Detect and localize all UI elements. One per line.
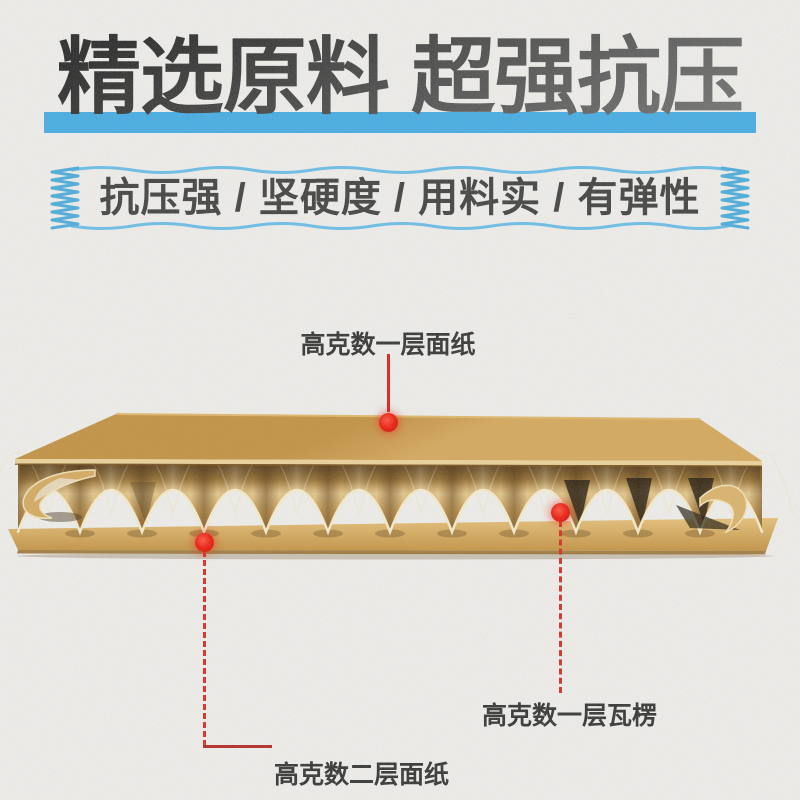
label-fluting: 高克数一层瓦楞 <box>482 702 658 730</box>
feature-list: 抗压强 / 坚硬度 / 用料实 / 有弹性 <box>99 176 701 220</box>
marker-line-bottom-liner <box>202 551 206 746</box>
label-bottom-liner: 高克数二层面纸 <box>274 761 450 789</box>
marker-line-fluting <box>558 521 562 693</box>
marker-line-top-liner <box>386 354 390 412</box>
marker-elbow-bottom-liner <box>203 745 272 748</box>
feature-banner: 抗压强 / 坚硬度 / 用料实 / 有弹性 <box>48 163 752 233</box>
page-title: 精选原料 超强抗压 <box>0 31 800 123</box>
marker-dot-top-liner <box>378 412 398 432</box>
corrugated-board-illustration <box>0 413 794 560</box>
label-top-liner: 高克数一层面纸 <box>300 331 476 359</box>
marker-dot-fluting <box>550 502 570 522</box>
marker-dot-bottom-liner <box>194 532 214 552</box>
